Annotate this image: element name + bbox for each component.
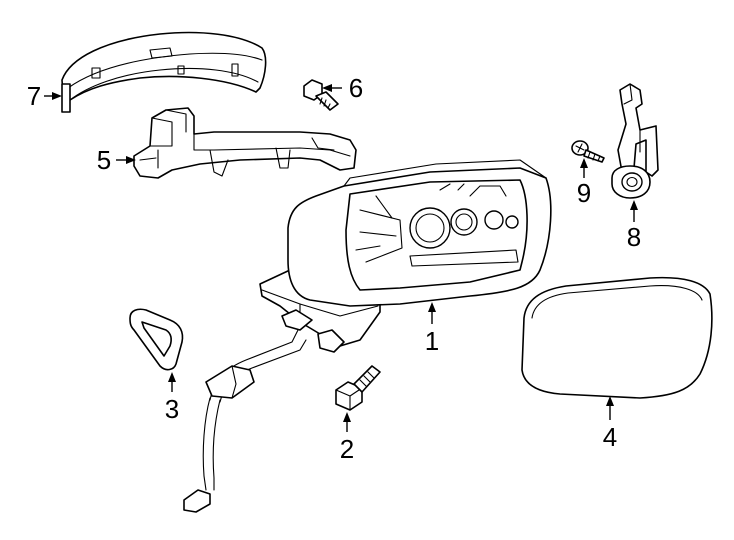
callout-6: 6: [322, 73, 363, 103]
part-9-screw[interactable]: [571, 140, 605, 163]
part-4-mirror-glass[interactable]: [521, 276, 713, 399]
callout-label-8: 8: [627, 222, 641, 252]
callout-9: 9: [577, 158, 591, 208]
callout-label-1: 1: [425, 326, 439, 356]
callout-4: 4: [603, 396, 617, 452]
callout-label-3: 3: [165, 394, 179, 424]
callout-label-6: 6: [349, 73, 363, 103]
callout-1: 1: [425, 302, 439, 356]
callout-label-7: 7: [27, 81, 41, 111]
part-2-bolt[interactable]: [335, 365, 381, 411]
callout-3: 3: [165, 372, 179, 424]
callout-label-5: 5: [97, 145, 111, 175]
part-5-bracket[interactable]: [133, 107, 357, 179]
callout-5: 5: [97, 145, 136, 175]
callout-8: 8: [627, 200, 641, 252]
part-7-mirror-cover[interactable]: [61, 31, 267, 113]
part-8-support-arm[interactable]: [611, 83, 659, 199]
callout-label-4: 4: [603, 422, 617, 452]
callout-label-9: 9: [577, 178, 591, 208]
part-6-bolt[interactable]: [303, 79, 339, 111]
callout-label-2: 2: [340, 434, 354, 464]
callout-7: 7: [27, 81, 62, 111]
part-1-mirror-assembly[interactable]: [183, 159, 552, 513]
callout-2: 2: [340, 412, 354, 464]
part-3-bezel[interactable]: [129, 308, 184, 371]
